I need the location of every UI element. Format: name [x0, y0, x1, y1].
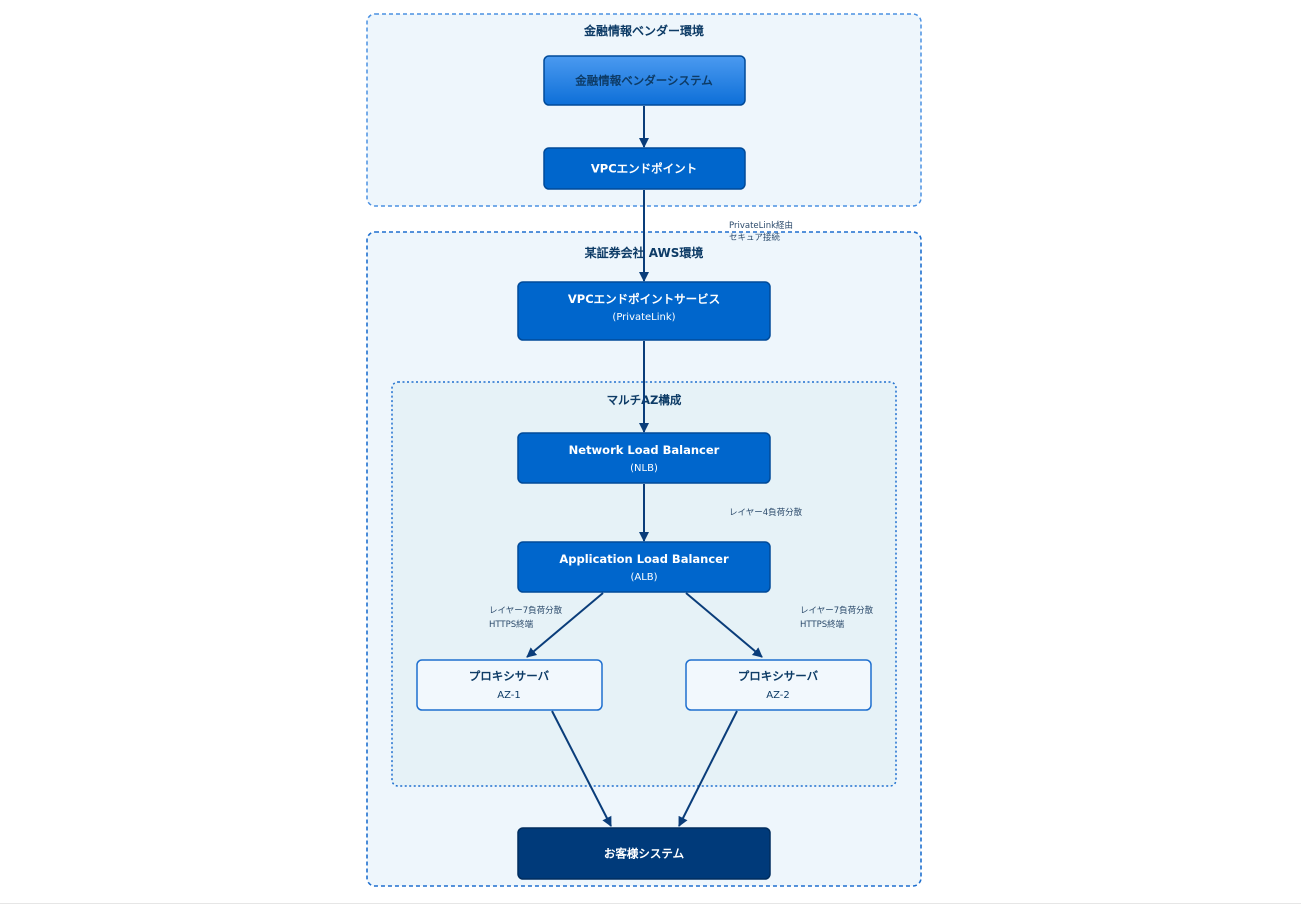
edge-alb-to-proxy-az1	[526, 592, 604, 658]
node-proxy-az1[interactable]: プロキシサーバ AZ-1	[416, 659, 603, 711]
node-proxy-az2-box	[685, 659, 872, 711]
node-proxy-az1-title: プロキシサーバ	[469, 669, 550, 683]
node-alb-box	[517, 541, 771, 593]
edge-proxy-az1-to-customer	[551, 710, 612, 827]
node-vendor-system[interactable]: 金融情報ベンダーシステム	[543, 55, 746, 106]
node-endpoint-service[interactable]: VPCエンドポイントサービス (PrivateLink)	[517, 281, 771, 341]
edge-label-layer7-right-line1: レイヤー7負荷分散	[800, 605, 874, 616]
edge-labels: PrivateLink経由 セキュア接続 レイヤー4負荷分散 レイヤー7負荷分散…	[489, 220, 874, 630]
node-nlb-subtitle: (NLB)	[630, 463, 658, 474]
node-vpc-endpoint-box	[543, 147, 746, 190]
node-customer-system-label: お客様システム	[604, 847, 685, 861]
node-nlb-title: Network Load Balancer	[569, 443, 720, 457]
node-alb-subtitle: (ALB)	[630, 572, 657, 583]
node-alb[interactable]: Application Load Balancer (ALB)	[517, 541, 771, 593]
node-proxy-az2-subtitle: AZ-2	[766, 690, 790, 701]
node-nlb-box	[517, 432, 771, 484]
node-customer-system[interactable]: お客様システム	[517, 827, 771, 880]
edge-label-layer7-right-line2: HTTPS終端	[800, 619, 845, 630]
node-endpoint-service-box	[517, 281, 771, 341]
node-endpoint-service-subtitle: (PrivateLink)	[612, 312, 675, 323]
node-vendor-system-box	[543, 55, 746, 106]
node-nlb[interactable]: Network Load Balancer (NLB)	[517, 432, 771, 484]
node-vpc-endpoint-label: VPCエンドポイント	[591, 162, 697, 176]
edge-label-layer7-left-line1: レイヤー7負荷分散	[489, 605, 563, 616]
page-bottom-divider	[0, 903, 1301, 904]
node-proxy-az2-title: プロキシサーバ	[738, 669, 819, 683]
edges	[526, 106, 763, 827]
edge-proxy-az2-to-customer	[678, 710, 738, 827]
node-vpc-endpoint[interactable]: VPCエンドポイント	[543, 147, 746, 190]
node-proxy-az1-box	[416, 659, 603, 711]
node-alb-title: Application Load Balancer	[559, 552, 729, 566]
node-endpoint-service-title: VPCエンドポイントサービス	[568, 292, 720, 306]
edge-label-layer7-left-line2: HTTPS終端	[489, 619, 534, 630]
node-proxy-az1-subtitle: AZ-1	[497, 690, 521, 701]
vendor-environment-label: 金融情報ベンダー環境	[583, 23, 704, 38]
edge-label-privatelink-line2: セキュア接続	[729, 232, 780, 243]
edge-label-layer4: レイヤー4負荷分散	[729, 507, 803, 518]
node-customer-system-box	[517, 827, 771, 880]
node-vendor-system-label: 金融情報ベンダーシステム	[574, 74, 713, 88]
edge-label-privatelink-line1: PrivateLink経由	[729, 220, 793, 231]
node-proxy-az2[interactable]: プロキシサーバ AZ-2	[685, 659, 872, 711]
edge-alb-to-proxy-az2	[685, 592, 763, 658]
